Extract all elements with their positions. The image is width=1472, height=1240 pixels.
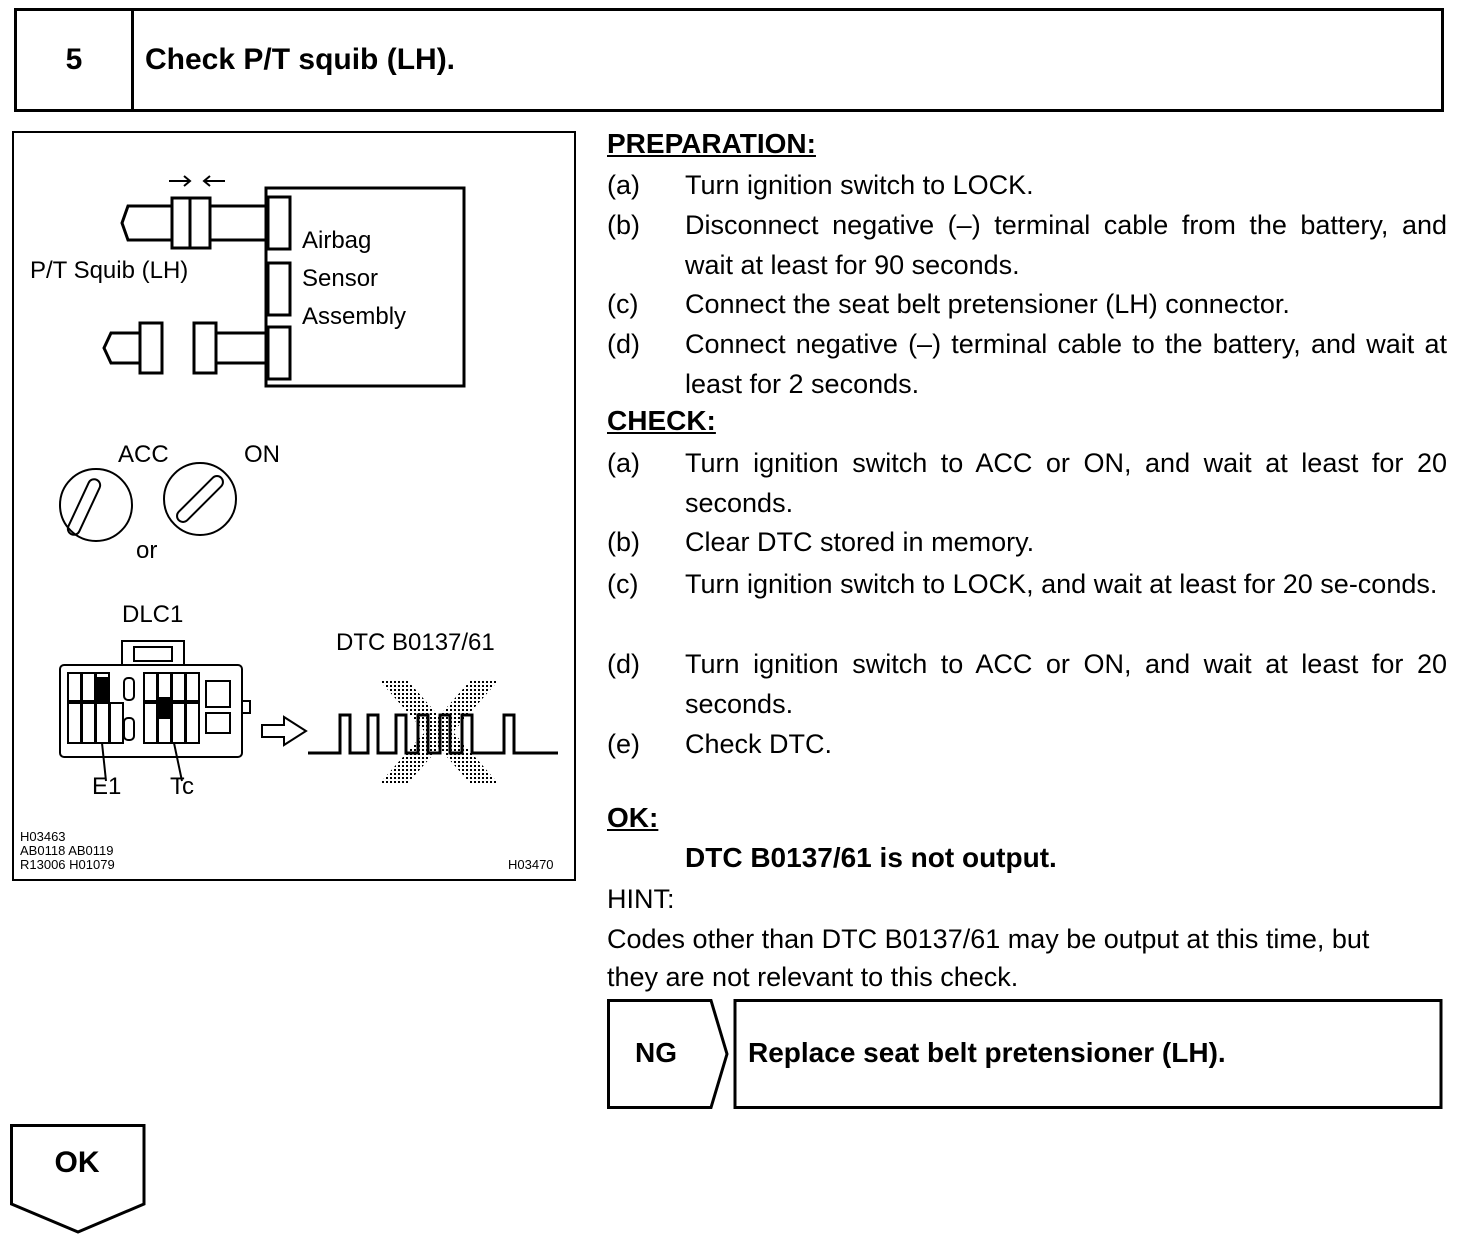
ng-action: Replace seat belt pretensioner (LH).	[748, 1037, 1226, 1068]
on-label: ON	[244, 441, 280, 468]
preparation-heading: PREPARATION:	[607, 128, 816, 159]
figure-code-2: AB0118 AB0119	[20, 843, 114, 858]
sensor-label-2: Sensor	[302, 265, 379, 292]
ok-result: DTC B0137/61 is not output.	[685, 842, 1057, 873]
key-acc-icon	[59, 468, 133, 542]
or-label: or	[136, 537, 158, 564]
wiring-illustration	[59, 175, 558, 783]
output-arrow-icon	[261, 715, 308, 747]
key-on-icon	[163, 462, 237, 536]
squib-plug-top	[120, 204, 144, 242]
ok-branch-arrow-icon	[10, 1124, 146, 1234]
illustration-panel: P/T Squib (LH) Airbag Sensor Assembly AC…	[12, 131, 576, 881]
dtc-waveform	[308, 713, 558, 755]
dlc1-connector-icon	[59, 640, 251, 782]
ok-heading: OK:	[607, 802, 659, 833]
tc-label: Tc	[170, 773, 194, 800]
ok-branch: OK	[10, 1124, 150, 1236]
hint-label: HINT:	[607, 884, 675, 914]
dtc-label: DTC B0137/61	[336, 629, 495, 656]
ng-branch-frame	[607, 999, 1443, 1109]
step-title: Check P/T squib (LH).	[145, 43, 456, 76]
airbag-sensor-box	[264, 186, 466, 388]
figure-code-3: R13006 H01079	[20, 857, 115, 872]
dlc1-label: DLC1	[122, 601, 184, 628]
ng-branch: NG Replace seat belt pretensioner (LH).	[607, 999, 1443, 1109]
sensor-label-3: Assembly	[302, 303, 407, 330]
squib-label: P/T Squib (LH)	[30, 257, 189, 284]
ok-branch-label: OK	[54, 1146, 100, 1179]
step-header: 5 Check P/T squib (LH).	[14, 8, 1444, 112]
e1-label: E1	[92, 773, 122, 800]
sensor-label-1: Airbag	[302, 227, 372, 254]
squib-plug-bottom	[102, 331, 126, 365]
hint-text-line-2: they are not relevant to this check.	[607, 962, 1019, 992]
hint-text-line-1: Codes other than DTC B0137/61 may be out…	[607, 924, 1370, 954]
figure-code-right: H03470	[508, 857, 554, 872]
ng-label: NG	[635, 1037, 677, 1068]
figure-code-1: H03463	[20, 829, 66, 844]
check-heading: CHECK:	[607, 405, 716, 436]
acc-label: ACC	[118, 441, 169, 468]
step-number: 5	[17, 11, 134, 109]
